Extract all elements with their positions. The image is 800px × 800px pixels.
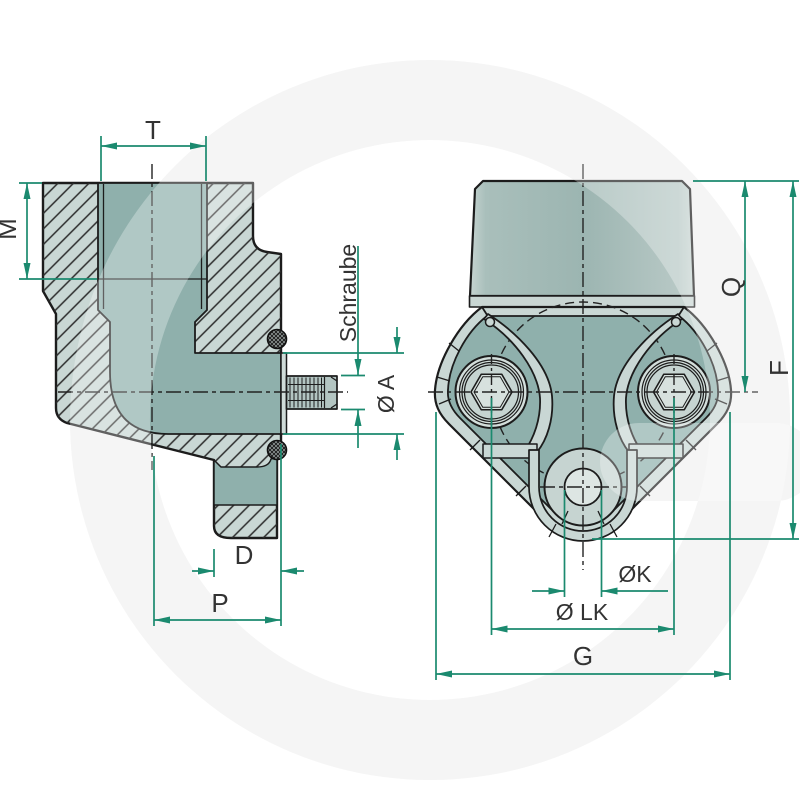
dim-label-q: Q [716, 277, 746, 297]
section-bore [97, 182, 282, 435]
watermark-overlay [70, 60, 800, 780]
section-view [41, 164, 348, 540]
section-foot [213, 456, 278, 506]
dim-label-dia-lk: Ø LK [556, 599, 609, 625]
dimensions [19, 136, 799, 680]
o-ring-bottom [266, 439, 288, 461]
dim-label-dia-a: Ø A [373, 374, 399, 413]
dim-label-f: F [764, 360, 794, 376]
centerlines [58, 164, 348, 470]
dim-label-g: G [573, 641, 593, 671]
dim-label-p: P [211, 588, 228, 618]
dim-label-t: T [145, 115, 161, 145]
front-view [428, 164, 758, 570]
dimension-labels: T M Schraube Ø A D P Q F ØK Ø LK G [0, 115, 794, 671]
dim-label-schraube: Schraube [335, 244, 361, 342]
dim-label-m: M [0, 218, 22, 240]
dim-label-dia-k: ØK [618, 561, 652, 587]
o-ring-top [266, 328, 288, 350]
dim-label-d: D [235, 540, 254, 570]
dimension-arrows [23, 142, 797, 678]
